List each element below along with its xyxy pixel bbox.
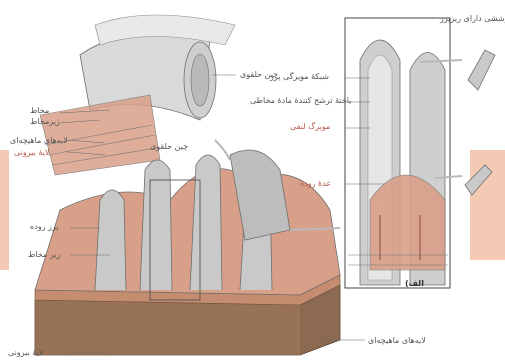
intestine-tube xyxy=(40,15,235,175)
label-submucosa-top: زیرمخاط xyxy=(30,117,60,126)
label-submucosa-bottom: زیر مخاط xyxy=(28,250,60,259)
label-muscle-layers-bottom: لایه‌های ماهیچه‌ای xyxy=(368,336,426,345)
epithelial-cells xyxy=(465,50,495,195)
villus-detail-panel xyxy=(345,18,450,288)
panel-label-a: الف) xyxy=(405,279,424,288)
label-lymph-capillary: مویرگ لنفی xyxy=(290,122,330,131)
label-villus: پرز روده xyxy=(30,222,59,231)
label-epithelial-cell: یاختهٔ پوششی دارای ریزپرز xyxy=(440,14,505,23)
label-mucus-cells: یاختهٔ ترشح کنندهٔ مادهٔ مخاطی xyxy=(250,96,351,105)
label-outer-layer-top: لایهٔ بیرونی xyxy=(14,148,49,157)
label-outer-layer-bottom: لایهٔ بیرونی xyxy=(8,348,43,357)
label-intestinal-gland: غدهٔ روده xyxy=(300,179,331,188)
mucosa-block xyxy=(35,150,340,355)
label-muscle-layers-top: لایه‌های ماهیچه‌ای xyxy=(10,136,68,145)
label-mucosa: مخاط xyxy=(30,106,49,115)
label-capillary-network: شبکهٔ مویرگی پرز xyxy=(270,72,329,81)
label-circular-fold-mid: چین حلقوی xyxy=(150,142,188,151)
